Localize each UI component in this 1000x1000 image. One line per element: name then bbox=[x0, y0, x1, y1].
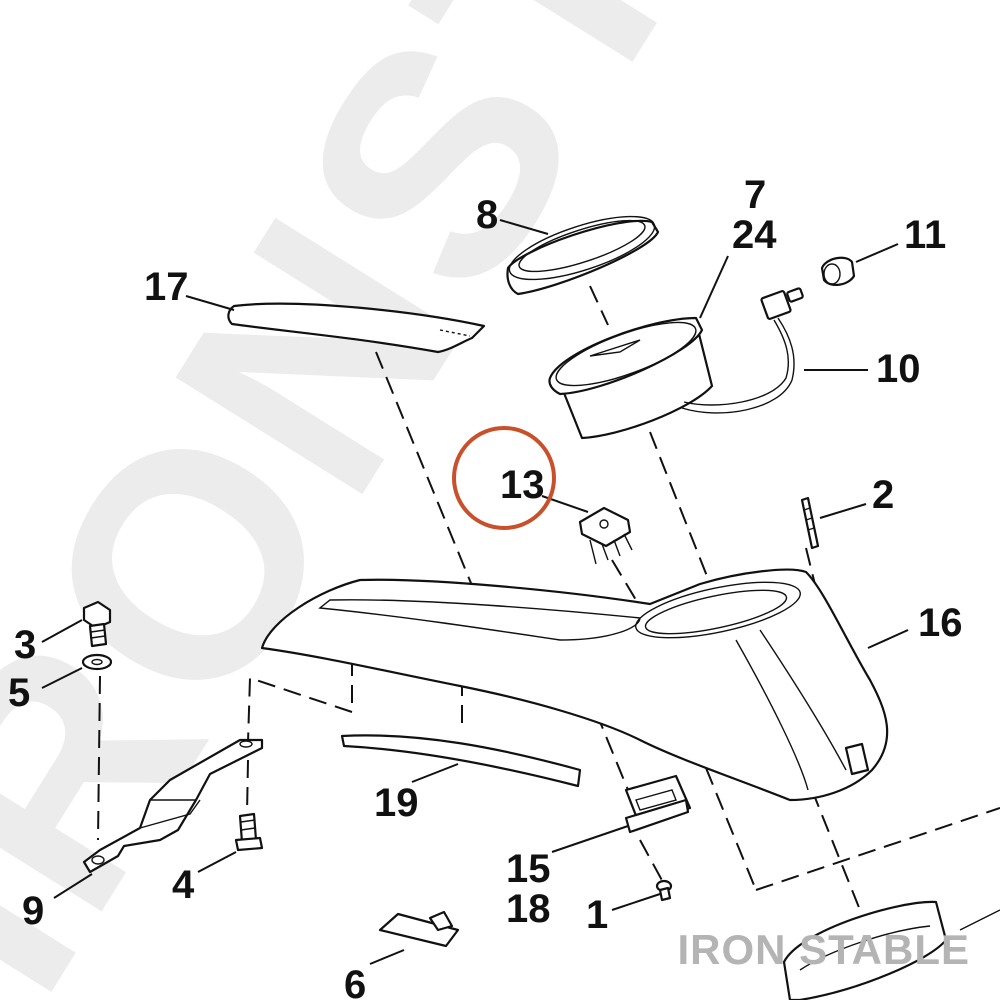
part-13-clip[interactable] bbox=[578, 506, 633, 565]
label-part-6[interactable]: 6 bbox=[344, 963, 366, 1000]
label-part-4[interactable]: 4 bbox=[172, 863, 195, 907]
part-7-gauge[interactable] bbox=[548, 310, 714, 440]
label-part-16[interactable]: 16 bbox=[918, 601, 963, 645]
part-19-rubber-strip[interactable] bbox=[340, 734, 582, 788]
lower-mount-ring[interactable] bbox=[782, 900, 1000, 1000]
label-part-7[interactable]: 7 bbox=[744, 173, 766, 217]
part-labels: 7 24 8 11 17 10 13 2 16 3 5 19 15 18 4 9… bbox=[8, 173, 963, 1000]
label-part-11[interactable]: 11 bbox=[904, 213, 946, 257]
label-part-15[interactable]: 15 bbox=[506, 847, 551, 891]
part-1-small-screw[interactable] bbox=[655, 879, 673, 902]
part-17-trim-strip[interactable] bbox=[227, 302, 486, 354]
brand-watermark-logo: IRON STABLE bbox=[677, 926, 970, 973]
part-5-washer[interactable] bbox=[81, 653, 113, 671]
part-2-screw[interactable] bbox=[800, 496, 820, 550]
label-part-1[interactable]: 1 bbox=[586, 893, 608, 937]
highlight-circle bbox=[452, 426, 556, 530]
leader-lines bbox=[41, 219, 909, 965]
label-part-13[interactable]: 13 bbox=[500, 463, 545, 507]
label-part-3[interactable]: 3 bbox=[14, 623, 36, 667]
part-11-plug[interactable] bbox=[820, 256, 856, 286]
label-part-10[interactable]: 10 bbox=[876, 347, 921, 391]
part-8-bezel-ring[interactable] bbox=[503, 204, 661, 296]
part-6-pad[interactable] bbox=[378, 910, 460, 948]
label-part-9[interactable]: 9 bbox=[22, 889, 44, 933]
part-10-gauge-cable[interactable] bbox=[681, 287, 804, 414]
part-4-stud[interactable] bbox=[234, 812, 264, 852]
label-part-17[interactable]: 17 bbox=[144, 265, 189, 309]
label-part-2[interactable]: 2 bbox=[872, 473, 894, 517]
label-part-5[interactable]: 5 bbox=[8, 671, 30, 715]
part-16-console-housing[interactable] bbox=[260, 568, 889, 802]
part-3-bolt[interactable] bbox=[82, 600, 112, 648]
label-part-19[interactable]: 19 bbox=[374, 781, 419, 825]
label-part-18[interactable]: 18 bbox=[506, 887, 551, 931]
part-15-switch-module[interactable] bbox=[624, 774, 692, 834]
part-9-bracket[interactable] bbox=[82, 738, 264, 874]
label-part-24[interactable]: 24 bbox=[732, 213, 777, 257]
label-part-8[interactable]: 8 bbox=[476, 193, 498, 237]
